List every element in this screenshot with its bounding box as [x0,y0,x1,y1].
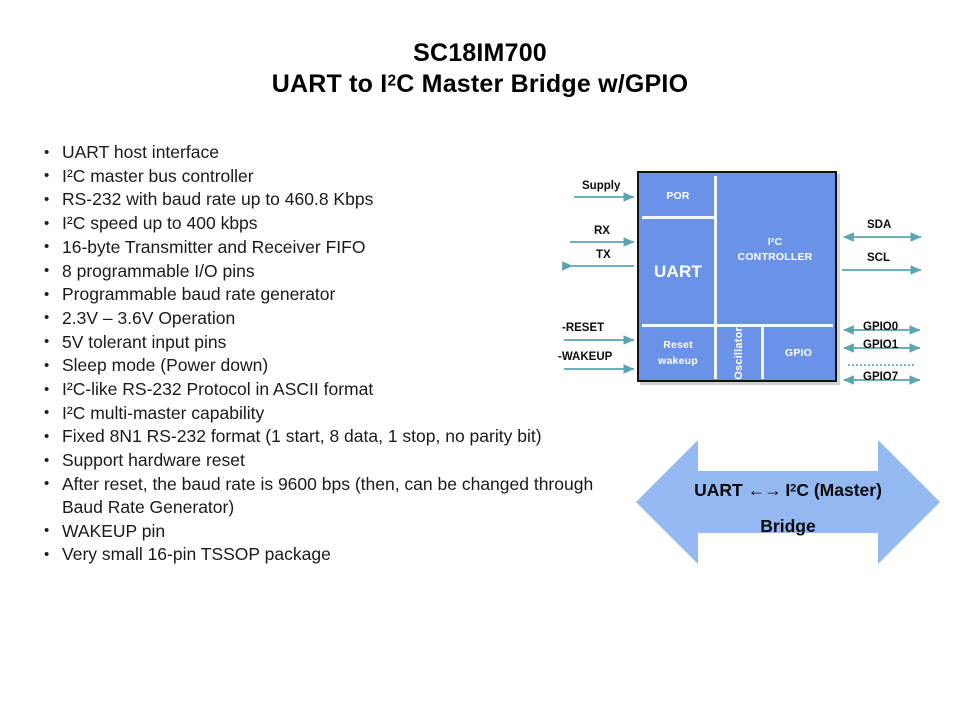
block-uart: UART [642,219,714,324]
block-oscillator-label: Oscillator [733,326,745,380]
pin-label-scl: SCL [867,252,890,264]
title-superscript: 2 [387,72,397,90]
pin-label-wakeup: -WAKEUP [558,351,613,363]
feature-bullet-list: UART host interfaceI²C master bus contro… [40,140,600,567]
bridge-line-2: Bridge [760,516,816,536]
block-i2c-controller: I²C CONTROLLER [717,176,833,324]
feature-item: After reset, the baud rate is 9600 bps (… [40,472,600,519]
title-line-2: UART to I2C Master Bridge w/GPIO [0,69,960,100]
bidirectional-arrow-icon: ←→ [747,480,782,500]
feature-item: I²C-like RS-232 Protocol in ASCII format [40,378,600,401]
feature-item: 16-byte Transmitter and Receiver FIFO [40,235,600,259]
bridge-arrow-banner: UART ←→ I2C (Master) Bridge [636,434,940,570]
block-i2c-line-1: I²C [767,236,783,248]
block-i2c-line-2: CONTROLLER [737,251,813,263]
block-oscillator: Oscillator [717,327,761,379]
bridge-label-group: UART ←→ I2C (Master) Bridge [636,472,940,544]
feature-item: 8 programmable I/O pins [40,259,600,283]
bridge-line-1-mid: I [780,480,791,500]
bridge-line-1-post: C (Master) [796,480,882,500]
pin-label-tx: TX [596,249,611,261]
feature-item: I²C master bus controller [40,164,600,188]
bridge-line-1-pre: UART [694,480,748,500]
feature-item: I²C speed up to 400 kbps [40,212,600,235]
divider-left-i2c [714,176,717,324]
feature-item: RS-232 with baud rate up to 460.8 Kbps [40,188,600,211]
bridge-superscript: 2 [790,482,797,495]
block-gpio: GPIO [764,327,833,379]
pin-label-reset: -RESET [562,322,605,334]
pin-label-gpio0: GPIO0 [863,321,899,333]
title-line-2-post: C Master Bridge w/GPIO [396,70,689,98]
block-reset-line-1: Reset [663,339,693,351]
block-reset-line-2: wakeup [658,355,698,367]
pin-label-gpio7: GPIO7 [863,371,899,383]
block-reset-wakeup: Reset wakeup [642,327,714,379]
feature-item: Programmable baud rate generator [40,283,600,306]
feature-item: WAKEUP pin [40,519,600,543]
feature-item: 2.3V – 3.6V Operation [40,306,600,330]
feature-item: UART host interface [40,140,600,164]
pin-connector-wires [562,192,922,385]
feature-item: Sleep mode (Power down) [40,354,600,377]
feature-item: I²C multi-master capability [40,401,600,425]
page-title: SC18IM700 UART to I2C Master Bridge w/GP… [0,38,960,100]
feature-item: 5V tolerant input pins [40,330,600,354]
title-line-2-pre: UART to I [271,70,388,98]
pin-label-gpio1: GPIO1 [863,339,899,351]
divider-middle-bottom [642,324,833,327]
pin-label-rx: RX [594,225,610,237]
feature-item: Fixed 8N1 RS-232 format (1 start, 8 data… [40,425,600,448]
divider-por-uart [642,216,714,219]
feature-item: Support hardware reset [40,449,600,472]
pin-label-sda: SDA [867,219,892,231]
divider-reset-osc [714,327,717,379]
feature-item: Very small 16-pin TSSOP package [40,543,600,566]
title-line-1: SC18IM700 [413,39,547,67]
double-arrow-shape [636,440,940,564]
pin-label-supply: Supply [582,180,621,192]
block-diagram: Supply RX TX -RESET -WAKEUP SDA SCL GPIO… [556,166,956,396]
block-por: POR [642,176,714,216]
divider-osc-gpio [761,327,764,379]
chip-outline: POR UART I²C CONTROLLER Reset wakeup Osc… [637,171,837,382]
bridge-line-1: UART ←→ I2C (Master) [636,472,940,508]
